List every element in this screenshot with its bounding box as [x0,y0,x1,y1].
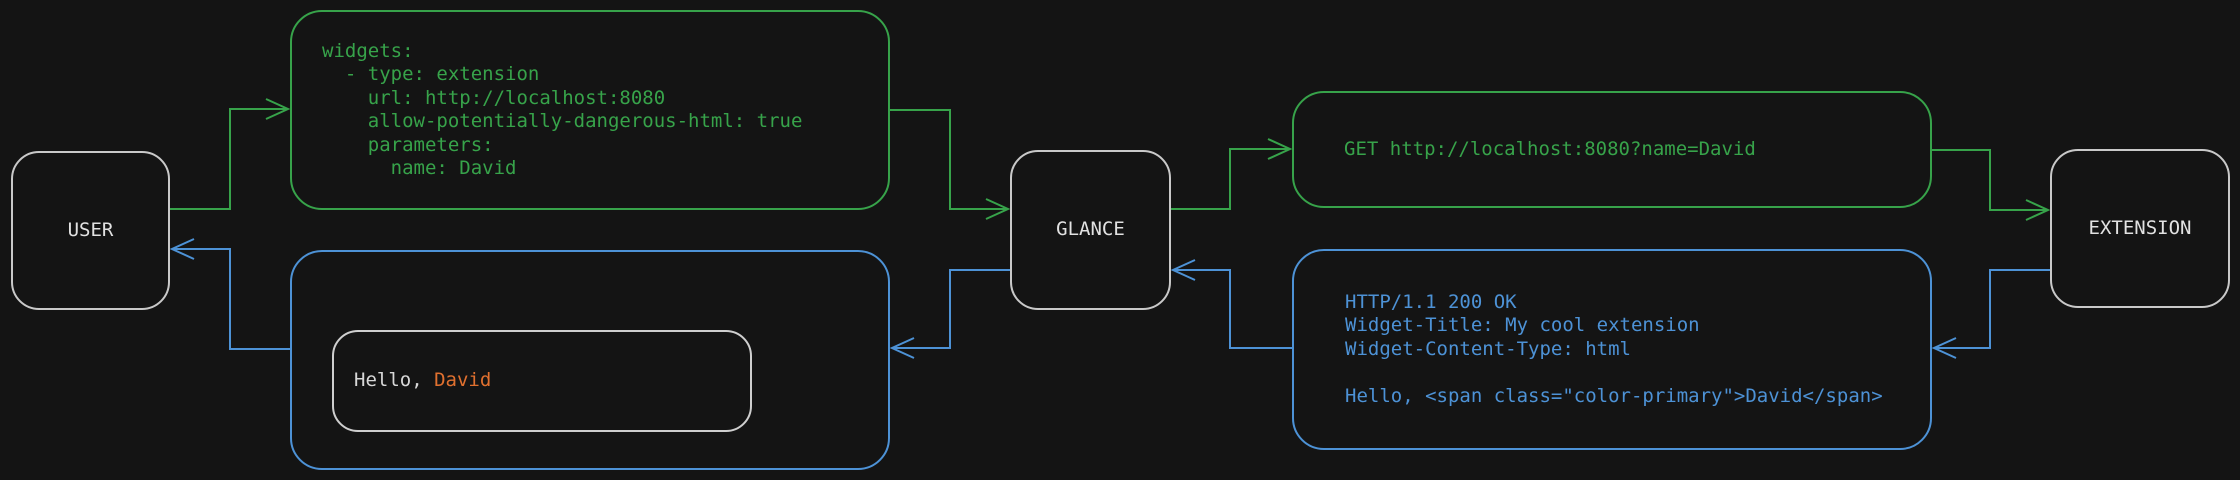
arrow-glance-to-request [1171,138,1293,210]
extension-node: EXTENSION [2050,149,2230,308]
widget-preview-box: MY COOL EXTENSION Hello, David [290,250,890,470]
glance-node: GLANCE [1010,150,1171,310]
arrow-widget-to-user [169,238,290,350]
widget-greeting-box: Hello, David [332,330,752,432]
extension-node-label: EXTENSION [2088,216,2192,239]
arrow-extension-to-response [1931,269,2050,359]
config-yaml-code: widgets: - type: extension url: http://l… [322,39,803,180]
greeting-text: Hello, [354,369,435,392]
user-node: USER [11,151,170,310]
arrow-config-to-glance [890,109,1011,220]
arrow-request-to-extension [1932,149,2051,221]
arrow-glance-to-widget [889,269,1010,359]
greeting-name: David [434,369,492,392]
http-request-box: GET http://localhost:8080?name=David [1292,91,1932,208]
http-response-box: HTTP/1.1 200 OK Widget-Title: My cool ex… [1292,249,1932,450]
arrow-response-to-glance [1170,259,1292,349]
http-request-code: GET http://localhost:8080?name=David [1344,137,1756,160]
arrow-user-to-config [170,98,291,210]
config-yaml-box: widgets: - type: extension url: http://l… [290,10,890,210]
http-response-code: HTTP/1.1 200 OK Widget-Title: My cool ex… [1345,290,1883,407]
user-node-label: USER [67,218,114,241]
glance-node-label: GLANCE [1056,218,1125,241]
